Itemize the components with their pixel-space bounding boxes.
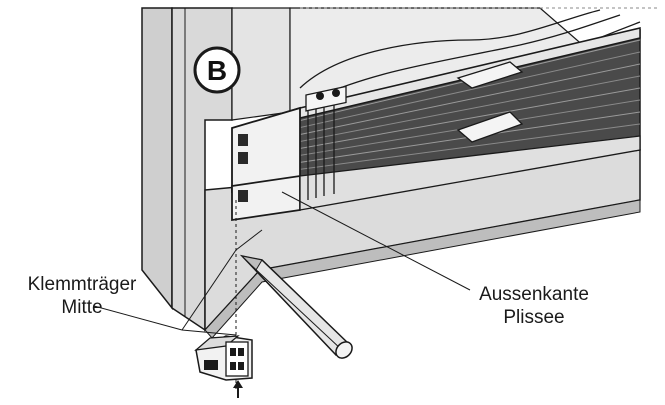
frame-left-post bbox=[141, 7, 173, 311]
label-clamp-line1: Klemmträger bbox=[28, 274, 137, 295]
pencil-tip bbox=[240, 255, 263, 271]
blind-handle-lower bbox=[456, 111, 524, 143]
clamp-front bbox=[225, 341, 249, 377]
label-edge-line2: Plissee bbox=[503, 307, 564, 328]
step-badge: B bbox=[193, 46, 241, 94]
label-edge-line1: Aussenkante bbox=[479, 284, 589, 305]
pleat-line bbox=[234, 111, 641, 173]
step-badge-label: B bbox=[207, 55, 227, 86]
up-arrow-icon bbox=[233, 380, 243, 398]
clamp-slot bbox=[230, 362, 236, 370]
leader-line-edge bbox=[281, 191, 471, 291]
pleat-line bbox=[234, 123, 641, 179]
frame-reveal-top bbox=[231, 7, 291, 121]
clamp-top bbox=[194, 335, 240, 351]
pleat-line bbox=[234, 39, 641, 137]
cord-lower bbox=[319, 14, 621, 97]
pleat-line bbox=[234, 63, 641, 149]
leader-line-clamp bbox=[93, 305, 183, 331]
guide-diagonal-bottom bbox=[181, 329, 237, 336]
pencil-edge bbox=[251, 265, 343, 351]
pleated-blind bbox=[231, 27, 641, 222]
clamp-bracket bbox=[194, 335, 253, 381]
end-cap-slot bbox=[238, 134, 248, 146]
cord-tensioner bbox=[305, 85, 347, 112]
guide-diagonal-right bbox=[235, 229, 263, 251]
clamp-slot bbox=[238, 362, 244, 370]
end-cap-slot bbox=[238, 190, 248, 202]
pleat-line bbox=[234, 51, 641, 143]
blind-handle-upper bbox=[456, 61, 524, 89]
guide-diagonal-left bbox=[181, 249, 237, 331]
label-clamp-line2: Mitte bbox=[61, 297, 102, 318]
clamp-slot bbox=[238, 348, 244, 356]
pleat-line bbox=[234, 87, 641, 161]
pencil-end bbox=[335, 341, 353, 359]
pleat-line bbox=[234, 99, 641, 167]
pleat-line bbox=[234, 75, 641, 155]
clamp-slot bbox=[230, 348, 236, 356]
pencil bbox=[239, 254, 353, 359]
blind-bottom-rail bbox=[299, 135, 641, 211]
cord-upper bbox=[299, 9, 601, 89]
end-cap-slot bbox=[238, 152, 248, 164]
clamp-side-hole bbox=[204, 360, 218, 370]
step-badge-circle bbox=[193, 46, 241, 94]
